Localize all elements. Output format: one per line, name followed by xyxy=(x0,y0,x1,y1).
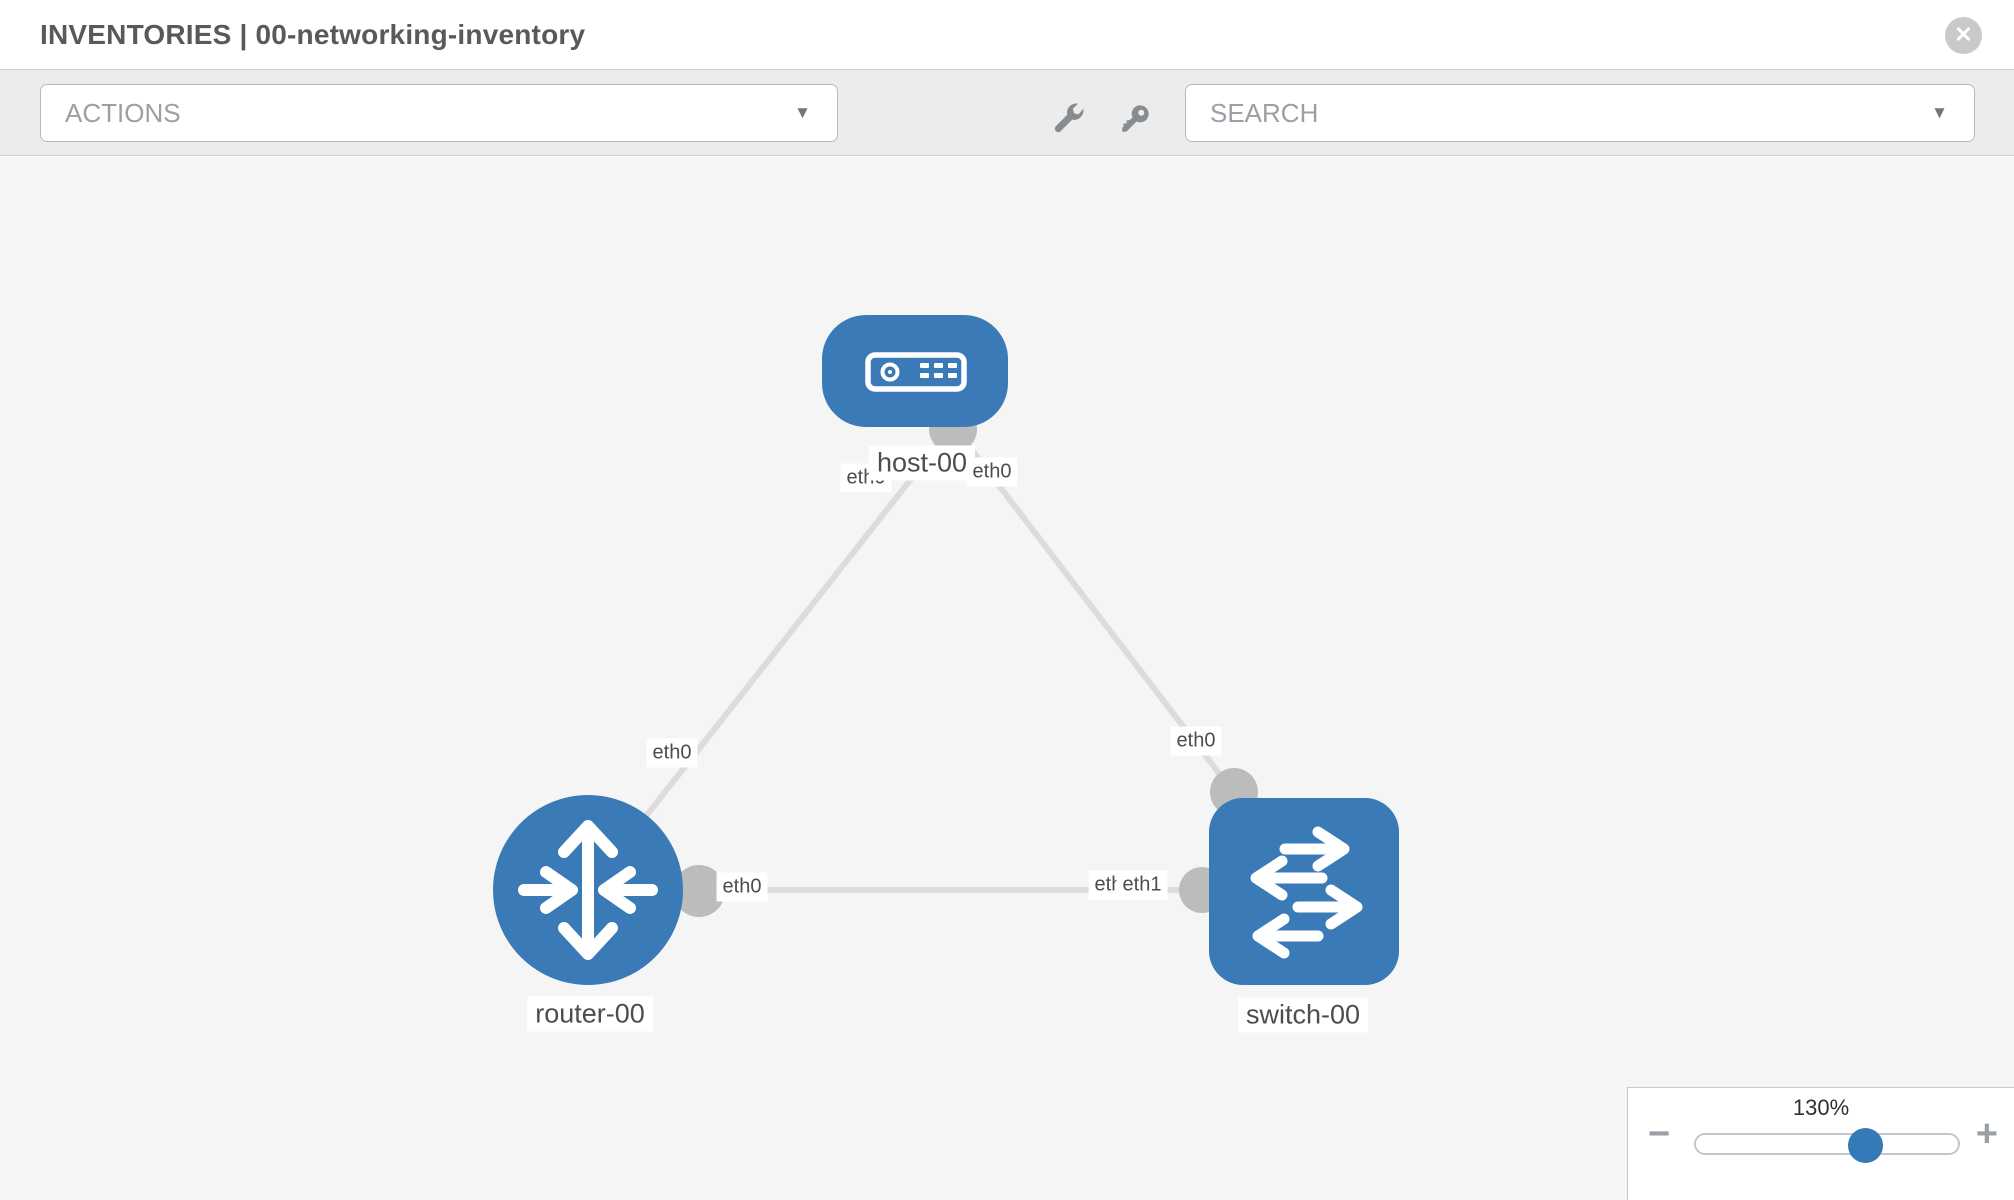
credentials-button[interactable] xyxy=(1112,96,1158,142)
router-icon xyxy=(518,820,658,960)
interface-label-switch-eth0-uplink: eth0 xyxy=(1170,726,1222,756)
node-router-00[interactable] xyxy=(493,795,683,985)
switch-icon xyxy=(1250,826,1363,959)
host-icon xyxy=(865,352,967,392)
actions-dropdown[interactable]: ACTIONS ▼ xyxy=(40,84,838,142)
interface-label-router-eth0: eth0 xyxy=(716,872,768,902)
interface-label-router-eth0-uplink: eth0 xyxy=(646,738,698,768)
search-dropdown[interactable]: SEARCH ▼ xyxy=(1185,84,1975,142)
wrench-icon xyxy=(1054,103,1084,133)
interface-label-switch-eth1: eth1 xyxy=(1116,870,1168,900)
node-label-switch-00: switch-00 xyxy=(1237,997,1369,1033)
actions-dropdown-label: ACTIONS xyxy=(65,98,181,128)
node-label-host-00: host-00 xyxy=(868,445,976,481)
close-icon: ✕ xyxy=(1954,22,1973,47)
chevron-down-icon: ▼ xyxy=(794,103,811,122)
close-button[interactable]: ✕ xyxy=(1945,17,1982,54)
zoom-slider-handle[interactable] xyxy=(1848,1128,1883,1163)
key-icon xyxy=(1122,105,1149,132)
chevron-down-icon: ▼ xyxy=(1931,103,1948,122)
header: INVENTORIES | 00-networking-inventory ✕ xyxy=(0,0,2014,70)
toolbar: ACTIONS ▼ SEARCH ▼ xyxy=(0,70,2014,156)
node-host-00[interactable] xyxy=(822,315,1008,427)
zoom-level-value: 130% xyxy=(1792,1095,1850,1120)
port-router-eth0 xyxy=(673,865,725,917)
interface-label-host-eth0-right: eth0 xyxy=(966,457,1018,487)
zoom-out-button[interactable]: − xyxy=(1648,1113,1671,1155)
node-label-router-00: router-00 xyxy=(527,996,653,1032)
search-placeholder: SEARCH xyxy=(1210,98,1319,128)
topology-svg xyxy=(493,315,1399,985)
zoom-in-button[interactable]: + xyxy=(1975,1113,1998,1155)
page-title: INVENTORIES | 00-networking-inventory xyxy=(40,19,586,50)
configure-button[interactable] xyxy=(1045,96,1091,142)
node-switch-00[interactable] xyxy=(1209,798,1399,985)
link-host-router[interactable] xyxy=(585,430,951,892)
zoom-control-panel: 130% − + xyxy=(1627,1087,2014,1200)
zoom-slider[interactable] xyxy=(1694,1128,1960,1163)
topology-canvas[interactable]: eth0 host-00 eth0 eth0 eth0 eth0 eth0 et… xyxy=(0,157,2014,1200)
